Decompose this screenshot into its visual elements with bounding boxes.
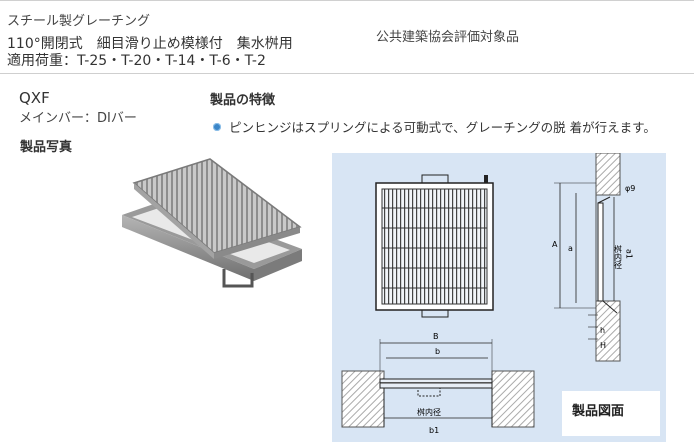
public-certification-note: 公共建築協会評価対象品 — [376, 30, 520, 45]
header-top-rule — [0, 0, 694, 1]
dim-inner-h-label: 桝内径 — [417, 407, 441, 417]
dim-phi-label: φ9 — [625, 184, 635, 193]
dim-H-label: H — [600, 341, 606, 350]
drawing-svg: B b 桝内径 b1 A a φ9 桝内径 a1 h H — [341, 152, 660, 436]
product-spec: 110°開閉式 細目滑り止め模様付 集水桝用 — [7, 36, 293, 52]
photo-heading: 製品写真 — [20, 140, 73, 155]
product-code: QXF — [19, 89, 50, 107]
dim-B-label: B — [433, 332, 439, 341]
feature-text: ピンヒンジはスプリングによる可動式で、グレーチングの脱 着が行えます。 — [229, 120, 656, 135]
dim-inner-v-label: 桝内径 — [614, 244, 623, 269]
dim-A-label: A — [552, 240, 558, 249]
dim-a1-label: a1 — [625, 249, 634, 259]
product-category: スチール製グレーチング — [7, 14, 151, 29]
drawing-label: 製品図面 — [572, 404, 625, 419]
product-photo — [122, 158, 302, 288]
feature-item: ピンヒンジはスプリングによる可動式で、グレーチングの脱 着が行えます。 — [213, 117, 656, 136]
bullet-icon — [213, 122, 221, 131]
dim-h-label: h — [600, 326, 605, 335]
features-heading: 製品の特徴 — [210, 93, 276, 108]
product-drawing: B b 桝内径 b1 A a φ9 桝内径 a1 h H — [332, 152, 666, 442]
main-bar-spec: メインバー：DIバー — [19, 111, 137, 126]
dim-a-label: a — [568, 244, 573, 253]
dim-b1-label: b1 — [429, 426, 439, 435]
header-bottom-rule — [0, 73, 694, 74]
dim-b-label: b — [435, 347, 440, 356]
load-rating: 適用荷重：T-25・T-20・T-14・T-6・T-2 — [7, 53, 266, 69]
